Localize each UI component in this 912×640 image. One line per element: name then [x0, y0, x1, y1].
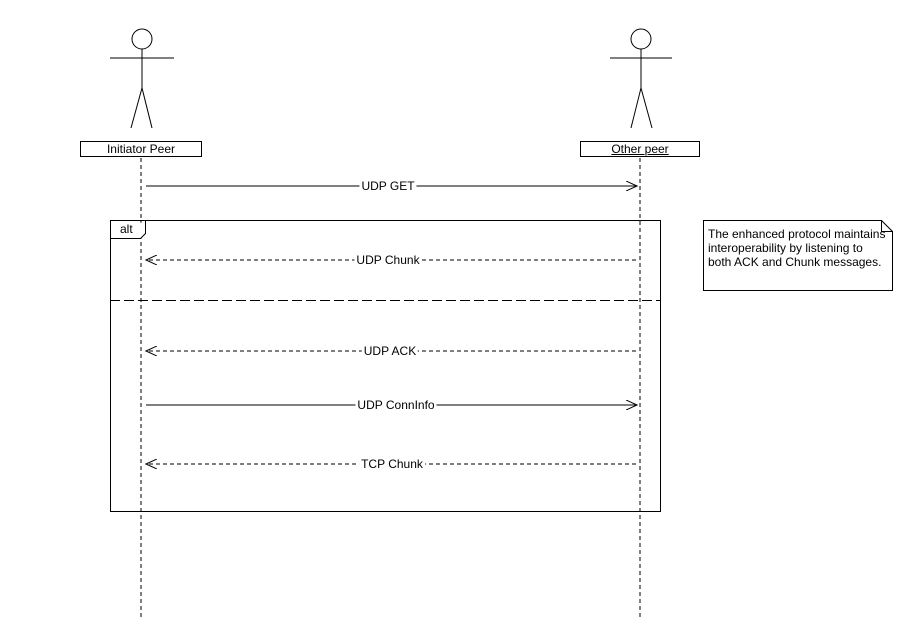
other-actor-icon [610, 28, 672, 129]
actor-initiator-peer: Initiator Peer [80, 141, 202, 157]
message-tcp-chunk-label: TCP Chunk [359, 457, 425, 471]
actor-initiator-peer-label: Initiator Peer [106, 142, 176, 156]
actor-other-peer-label: Other peer [611, 142, 669, 156]
message-udp-chunk-label: UDP Chunk [354, 253, 422, 267]
note-shape [703, 220, 893, 291]
message-udp-conninfo-label: UDP ConnInfo [355, 398, 437, 412]
initiator-actor-icon [110, 28, 174, 129]
note-fold-icon [881, 220, 893, 232]
alt-fragment [110, 220, 661, 512]
note-text: The enhanced protocol maintains interope… [708, 227, 886, 269]
message-udp-ack-label: UDP ACK [361, 344, 419, 358]
message-udp-get-label: UDP GET [359, 179, 417, 193]
alt-fragment-operator: alt [120, 222, 133, 236]
actor-other-peer: Other peer [580, 141, 700, 157]
alt-fragment-label-tab [110, 220, 146, 239]
